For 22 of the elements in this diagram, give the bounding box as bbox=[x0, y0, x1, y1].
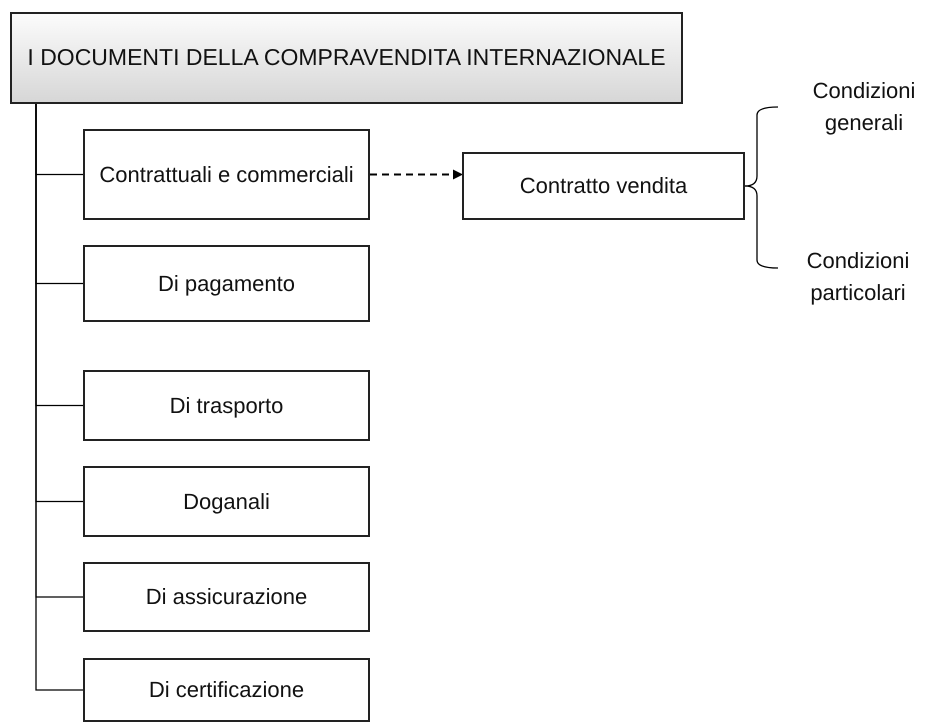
brace-line bbox=[744, 185, 778, 269]
condition-label: Condizioni particolari bbox=[806, 247, 910, 307]
box-label: Contratto vendita bbox=[520, 172, 688, 200]
connector-line bbox=[35, 104, 83, 691]
category-box bbox=[83, 658, 370, 722]
box-label: Di assicurazione bbox=[146, 583, 308, 612]
box-label: Doganali bbox=[183, 488, 270, 516]
box-label: Di certificazione bbox=[148, 676, 304, 704]
category-box bbox=[83, 466, 370, 537]
dashed-arrow bbox=[370, 170, 463, 180]
category-box bbox=[83, 129, 370, 220]
box-label: Di pagamento bbox=[158, 270, 295, 298]
category-box bbox=[83, 245, 370, 322]
box-label: Di trasporto bbox=[170, 392, 284, 420]
condition-label: Condizioni generali bbox=[812, 77, 916, 137]
box-label: Contrattuali e commerciali bbox=[99, 160, 354, 189]
category-box bbox=[83, 562, 370, 632]
box-label: I DOCUMENTI DELLA COMPRAVENDITA INTERNAZIONALE bbox=[27, 43, 666, 72]
category-box bbox=[83, 370, 370, 441]
title-box bbox=[10, 12, 683, 104]
brace-line bbox=[744, 106, 778, 187]
process-box bbox=[462, 152, 745, 220]
